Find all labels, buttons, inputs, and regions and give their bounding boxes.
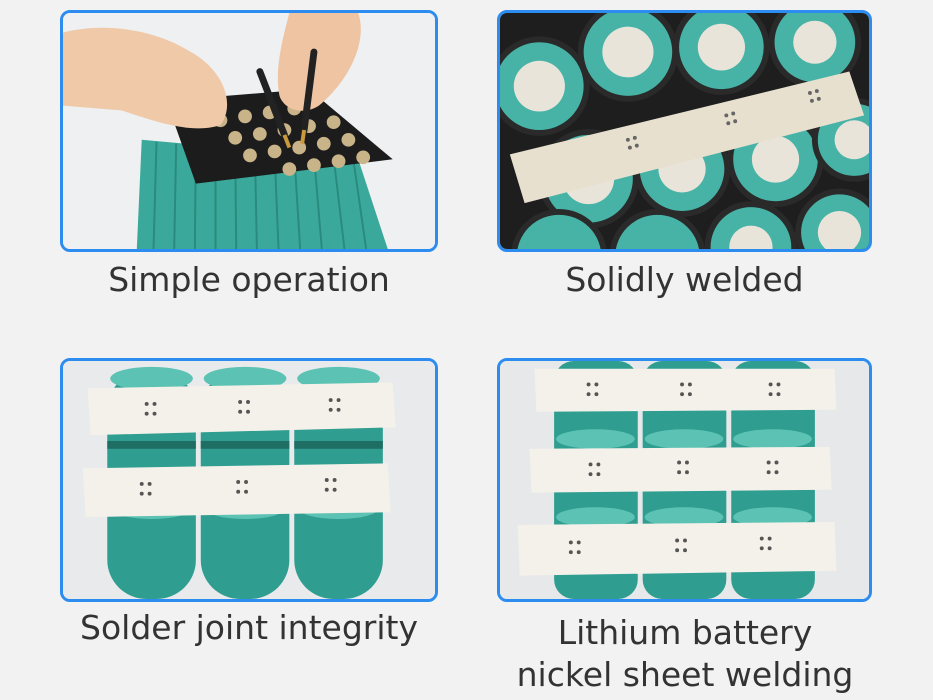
photo-solidly-welded (497, 10, 872, 252)
photo-nickel-sheet-welding (497, 358, 872, 602)
welded-strip-closeup-image (500, 13, 869, 249)
caption-line-1: Lithium battery (557, 613, 813, 652)
battery-pack-welding-image (63, 13, 435, 249)
caption-simple-operation: Simple operation (60, 260, 438, 300)
caption-solidly-welded: Solidly welded (497, 260, 872, 300)
solder-joints-image (63, 361, 435, 599)
caption-line: Solder joint integrity (80, 608, 418, 647)
caption-line: Simple operation (108, 260, 390, 299)
caption-nickel-sheet-welding: Lithium battery nickel sheet welding (480, 612, 890, 696)
caption-line: Solidly welded (565, 260, 804, 299)
photo-solder-joint-integrity (60, 358, 438, 602)
photo-simple-operation (60, 10, 438, 252)
caption-line-2: nickel sheet welding (516, 655, 854, 694)
nickel-strips-image (500, 361, 869, 599)
caption-solder-joint-integrity: Solder joint integrity (40, 608, 458, 648)
